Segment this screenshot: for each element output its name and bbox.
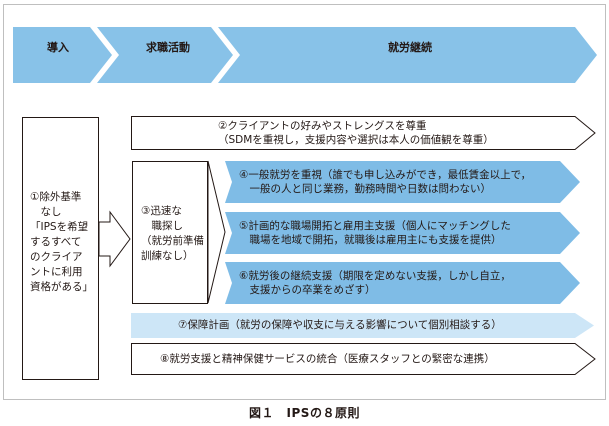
- principle-4-box: [225, 161, 580, 203]
- principle-1-arrow: [98, 210, 131, 268]
- principle-7-text: ⑦保障計画（就労の保障や収支に与える影響について個別相談する）: [178, 319, 502, 331]
- phase-arrow-intro: [13, 27, 112, 83]
- principle-1-box: [22, 117, 99, 380]
- principle-8-text: ⑧就労支援と精神保健サービスの統合（医療スタッフとの緊密な連携）: [160, 353, 495, 365]
- principle-3-arrow: [207, 160, 226, 304]
- phase-label-employment: 就労継続: [388, 41, 432, 54]
- principle-8-box: [131, 343, 596, 375]
- phase-arrow-employment: [218, 27, 597, 83]
- principle-3-box: [132, 161, 208, 304]
- principle-4-text: ④一般就労を重視（誰でも申し込みができ，最低賃金以上で， 一般の人と同じ業務，勤…: [239, 169, 532, 195]
- phase-arrow-job-search: [97, 27, 233, 83]
- principle-3-text: ③迅速な 職探し （就労前準備 訓練なし）: [141, 205, 204, 262]
- phase-label-job-search: 求職活動: [146, 41, 190, 54]
- principle-6-text: ⑥就労後の継続支援（期限を定めない支援，しかし自立， 支援からの卒業をめざす）: [239, 270, 511, 296]
- principle-5-box: [225, 212, 580, 254]
- principle-5-text: ⑤計画的な職場開拓と雇用主支援（個人にマッチングした 職場を地域で開拓，就職後は…: [239, 220, 511, 246]
- principle-2-box: [131, 116, 596, 150]
- principle-6-box: [225, 262, 580, 304]
- principle-1-text: ①除外基準 なし 「IPSを希望 するすべて のクライア ントに利用 資格がある…: [30, 191, 93, 293]
- figure-caption: 図１ IPSの８原則: [249, 406, 360, 420]
- outer-frame: [3, 4, 606, 400]
- principle-2-text: ②クライアントの好みやストレングスを尊重 （SDMを重視し，支援内容や選択は本人…: [218, 120, 494, 146]
- principle-7-box: [131, 313, 594, 338]
- phase-label-intro: 導入: [47, 41, 69, 54]
